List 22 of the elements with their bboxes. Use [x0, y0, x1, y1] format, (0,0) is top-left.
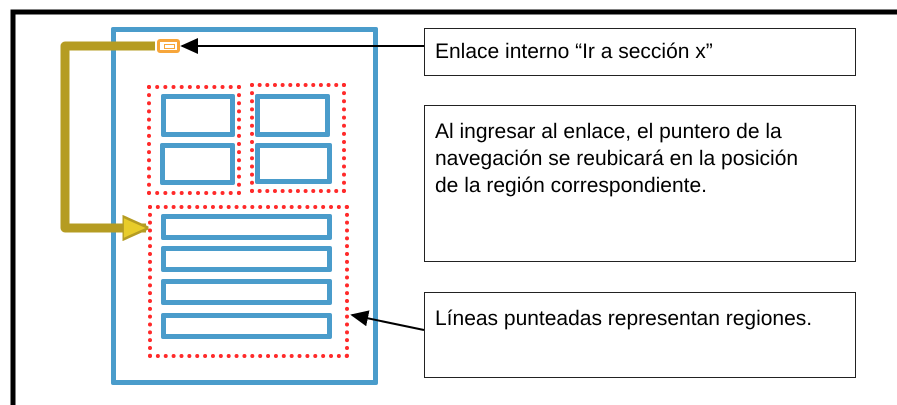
- note-box: [424, 105, 856, 262]
- content-bar: [161, 246, 332, 272]
- region-outline: [250, 83, 346, 193]
- content-bar: [161, 279, 332, 305]
- note-box: [424, 28, 856, 76]
- content-block: [160, 143, 235, 185]
- region-outline: [147, 85, 241, 195]
- note-box: [424, 292, 856, 378]
- arrow: [180, 38, 424, 54]
- region-outline: [148, 205, 349, 358]
- content-block: [255, 143, 332, 184]
- note-text: Al ingresar al enlace, el puntero de la navegación se reubicará en la posición de la región correspondiente.: [435, 119, 800, 199]
- content-block: [161, 94, 235, 137]
- content-bar: [161, 214, 332, 240]
- link-button: [157, 39, 180, 53]
- jump-arrow: [60, 42, 155, 241]
- content-block: [255, 94, 330, 137]
- page-frame: [111, 27, 378, 385]
- arrow: [350, 310, 424, 331]
- content-bar: [161, 313, 332, 339]
- note-text: Líneas punteadas representan regiones.: [435, 306, 814, 332]
- note-text: Enlace interno “Ir a sección x”: [435, 39, 714, 65]
